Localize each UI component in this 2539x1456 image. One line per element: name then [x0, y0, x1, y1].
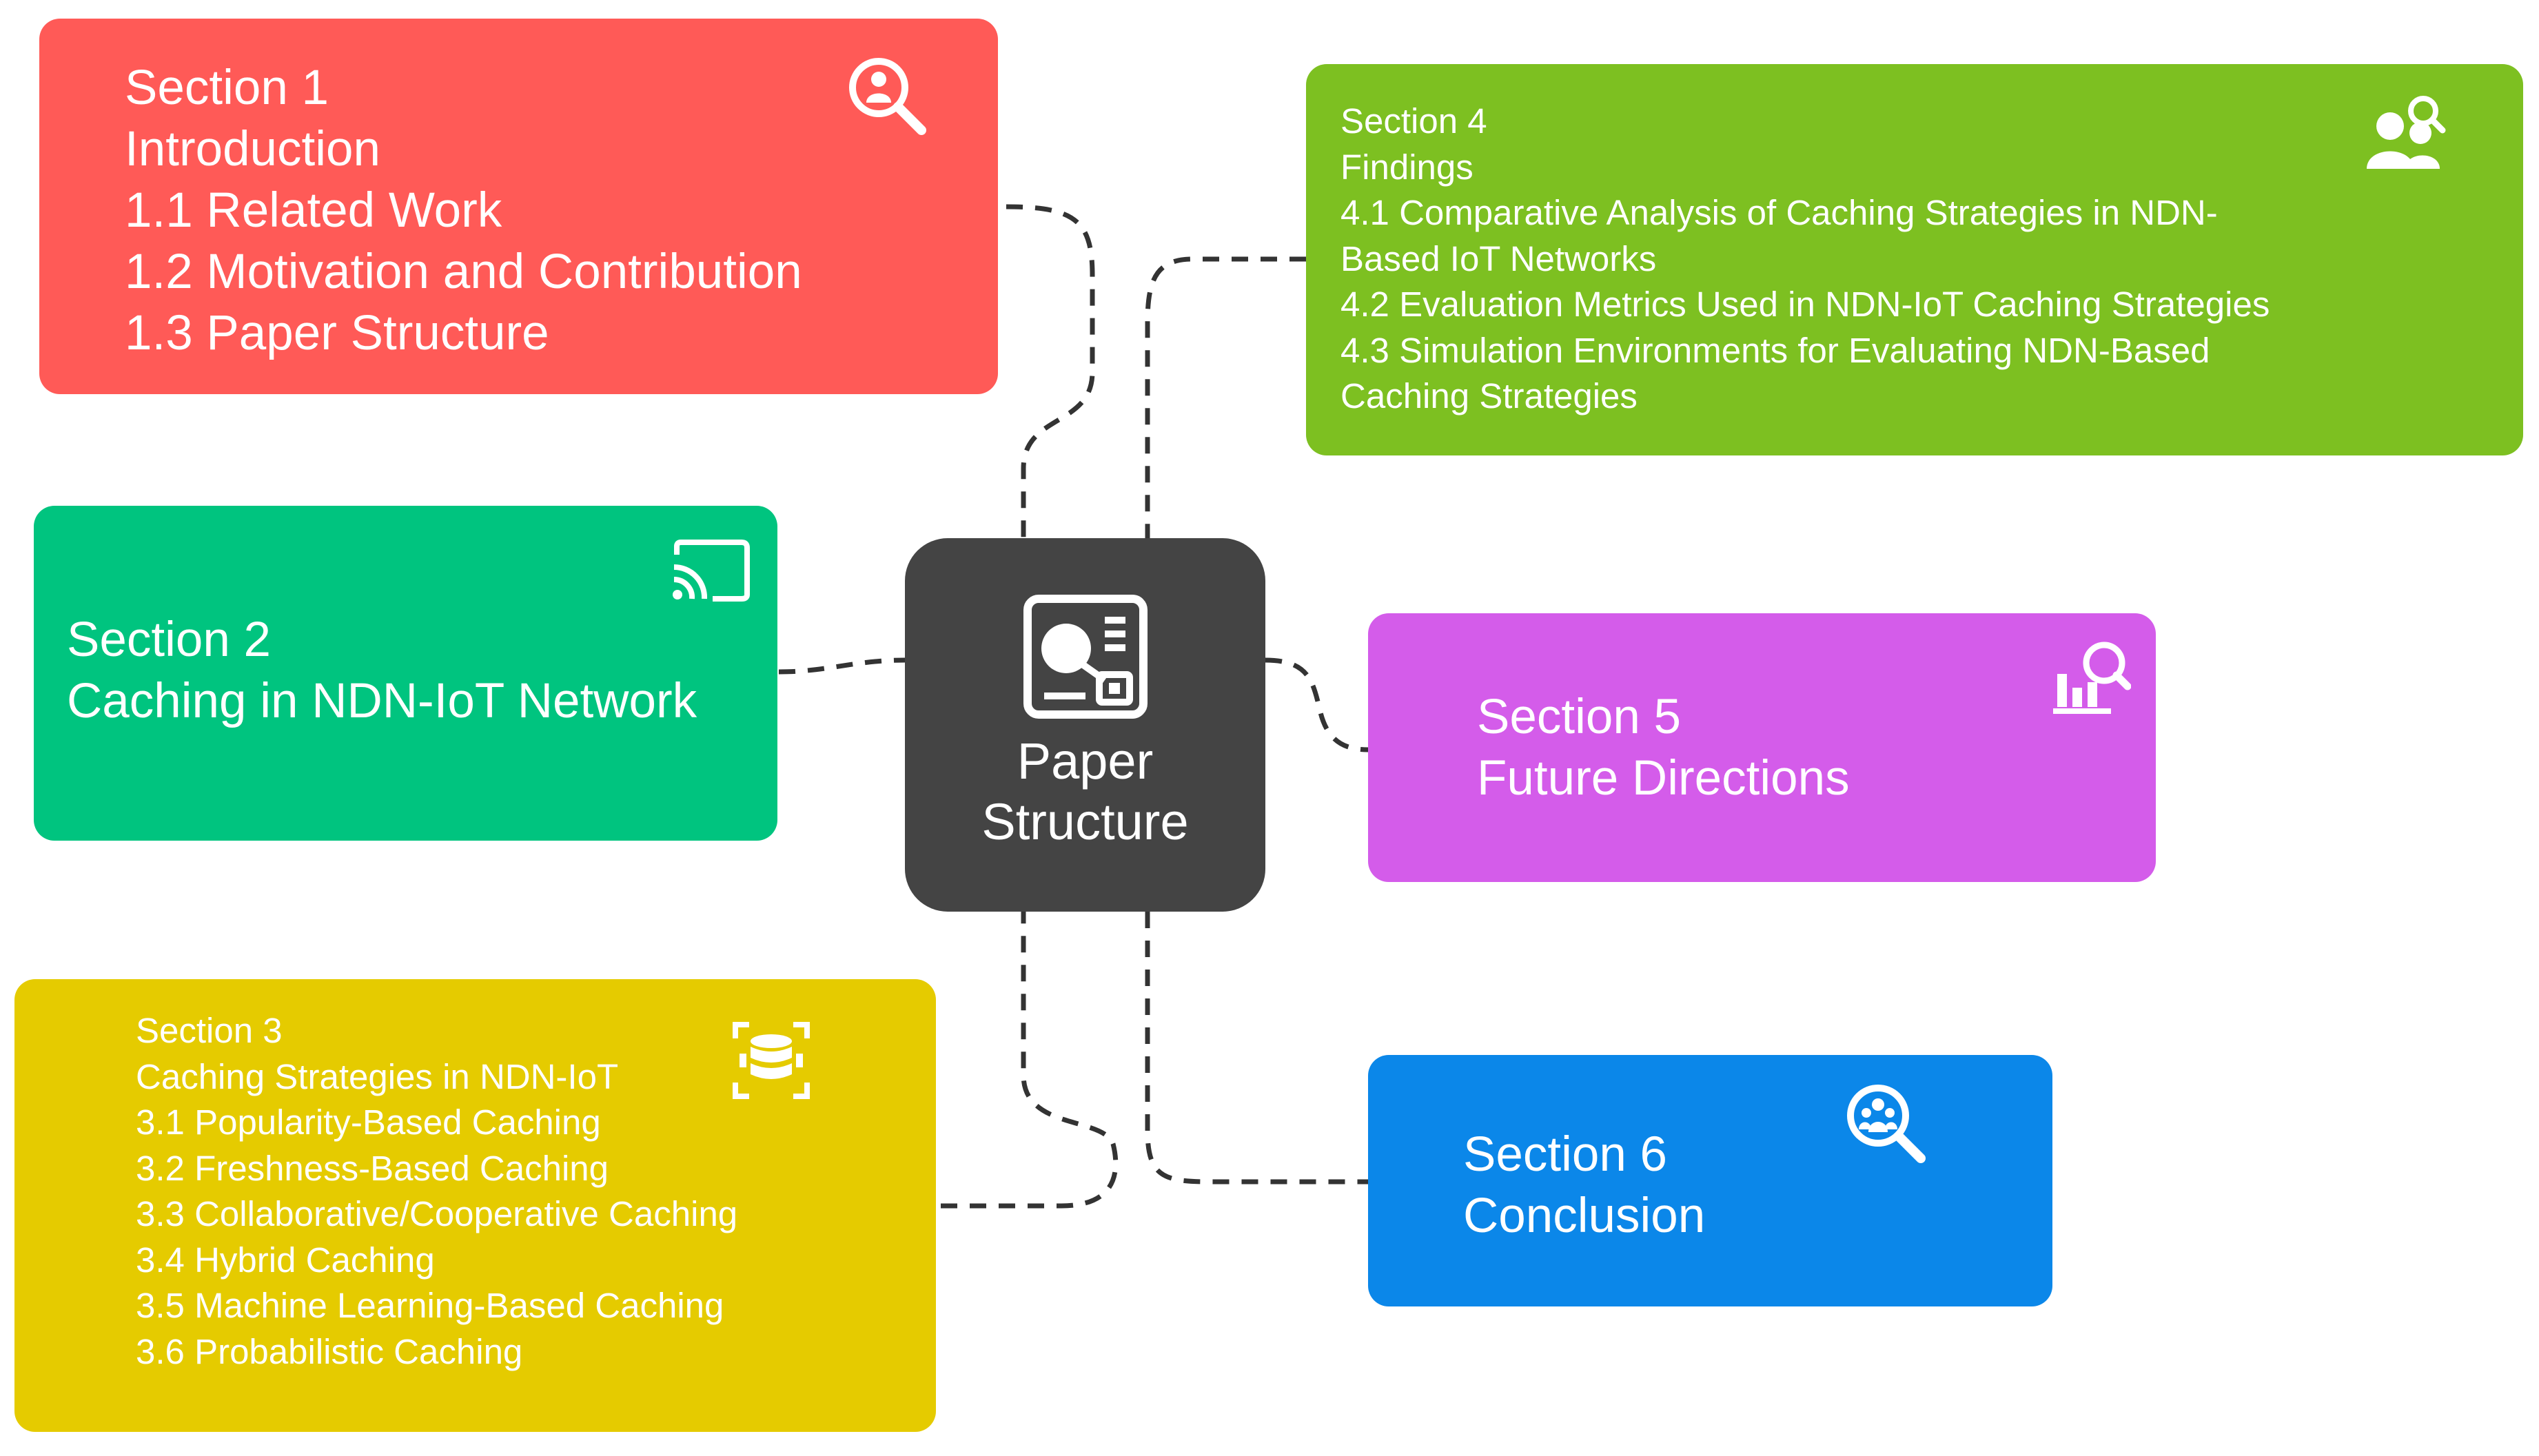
connector-section2	[778, 657, 906, 675]
section-4-item: 4.3 Simulation Environments for Evaluati…	[1340, 330, 2210, 370]
section-3-heading: Caching Strategies in NDN-IoT	[136, 1056, 619, 1096]
database-icon	[733, 1022, 810, 1099]
section-5-title: Section 5	[1477, 690, 1682, 744]
section-4-item: 4.1 Comparative Analysis of Caching Stra…	[1340, 193, 2218, 232]
section-2-card: Section 2 Caching in NDN-IoT Network	[34, 506, 777, 841]
section-2-heading: Caching in NDN-IoT Network	[67, 674, 697, 728]
section-4-title: Section 4	[1340, 101, 1487, 141]
section-4-item: Caching Strategies	[1340, 376, 1638, 416]
section-1-heading: Introduction	[125, 122, 381, 176]
center-title-line1: Paper	[1017, 732, 1154, 790]
section-3-item: 3.5 Machine Learning-Based Caching	[136, 1286, 724, 1325]
section-3-item: 3.3 Collaborative/Cooperative Caching	[136, 1194, 738, 1233]
connector-section6	[1145, 912, 1368, 1185]
connector-section5	[1265, 657, 1369, 752]
section-1-title: Section 1	[125, 61, 329, 115]
section-5-card: Section 5 Future Directions	[1368, 613, 2156, 882]
section-3-card: Section 3 Caching Strategies in NDN-IoT …	[14, 979, 936, 1432]
section-1-item: 1.1 Related Work	[125, 183, 502, 238]
cast-icon	[673, 540, 750, 602]
paper-structure-node: Paper Structure	[905, 538, 1265, 912]
connector-section4	[1145, 256, 1306, 538]
section-6-card: Section 6 Conclusion	[1368, 1055, 2052, 1306]
chart-search-icon	[2053, 642, 2131, 714]
section-3-item: 3.6 Probabilistic Caching	[136, 1331, 523, 1371]
center-title-line2: Structure	[981, 793, 1189, 850]
section-4-item: 4.2 Evaluation Metrics Used in NDN-IoT C…	[1340, 285, 2270, 324]
section-4-heading: Findings	[1340, 147, 1474, 187]
section-6-title: Section 6	[1463, 1127, 1668, 1182]
section-3-title: Section 3	[136, 1011, 283, 1050]
section-2-title: Section 2	[67, 613, 272, 667]
connector-section1	[1006, 204, 1095, 538]
search-user-icon	[849, 58, 926, 135]
dashboard-icon	[1023, 595, 1148, 719]
section-1-item: 1.2 Motivation and Contribution	[125, 245, 802, 299]
user-search-icon	[2367, 96, 2446, 169]
section-3-item: 3.2 Freshness-Based Caching	[136, 1148, 609, 1188]
section-1-card: Section 1 Introduction 1.1 Related Work …	[39, 19, 998, 394]
section-4-card: Section 4 Findings 4.1 Comparative Analy…	[1306, 64, 2523, 455]
section-3-item: 3.1 Popularity-Based Caching	[136, 1103, 601, 1142]
connector-section3	[941, 912, 1119, 1209]
section-5-heading: Future Directions	[1477, 751, 1850, 806]
magnifier-people-icon	[1847, 1085, 1926, 1163]
section-3-item: 3.4 Hybrid Caching	[136, 1240, 435, 1280]
section-6-heading: Conclusion	[1463, 1189, 1706, 1243]
section-1-item: 1.3 Paper Structure	[125, 306, 549, 360]
section-4-item: Based IoT Networks	[1340, 238, 1657, 278]
